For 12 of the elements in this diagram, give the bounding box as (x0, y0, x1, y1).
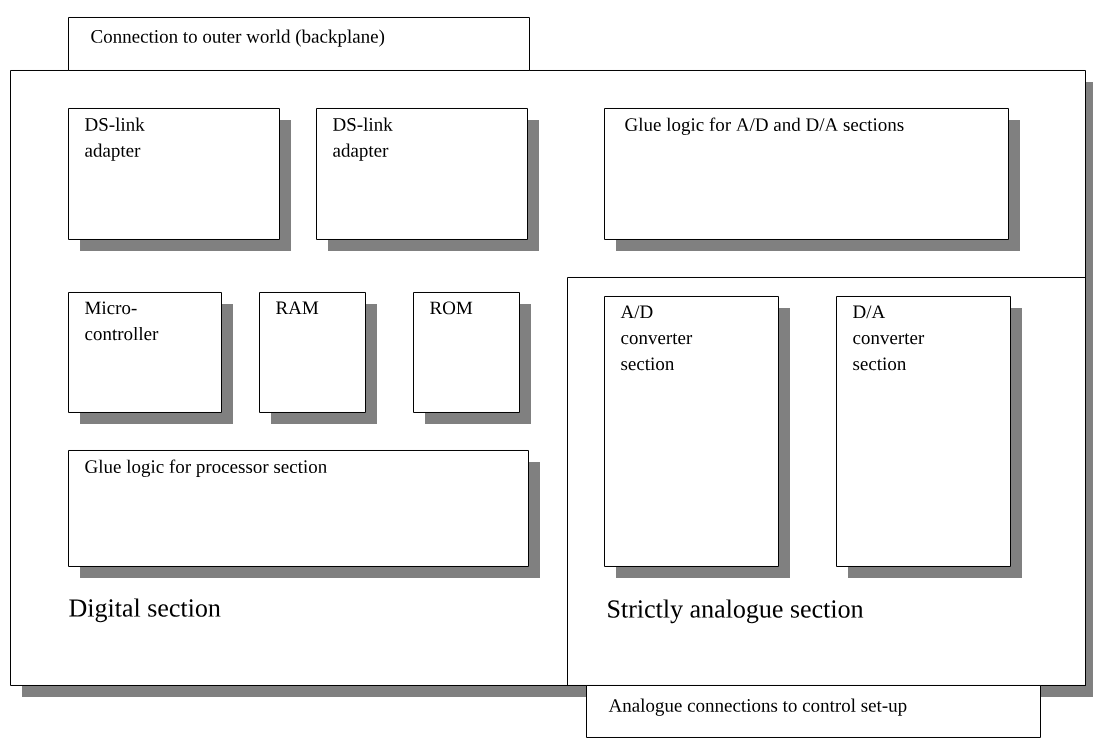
module-box: RAM (259, 292, 377, 424)
module-box: Glue logic for processor section (68, 450, 540, 578)
module-box: DS-link adapter (316, 108, 539, 251)
module-box: DS-link adapter (68, 108, 291, 251)
connector-tab: Connection to outer world (backplane) (68, 17, 530, 71)
module-box: Glue logic for A/D and D/A sections (604, 108, 1020, 251)
connector-tab: Analogue connections to control set-up (586, 685, 1041, 738)
module-box: D/A converter section (836, 296, 1022, 578)
module-box: Micro-controller (68, 292, 233, 424)
module-box: ROM (413, 292, 531, 424)
node-label: Analogue connections to control set-up (608, 698, 907, 716)
module-box: A/D converter section (604, 296, 790, 578)
